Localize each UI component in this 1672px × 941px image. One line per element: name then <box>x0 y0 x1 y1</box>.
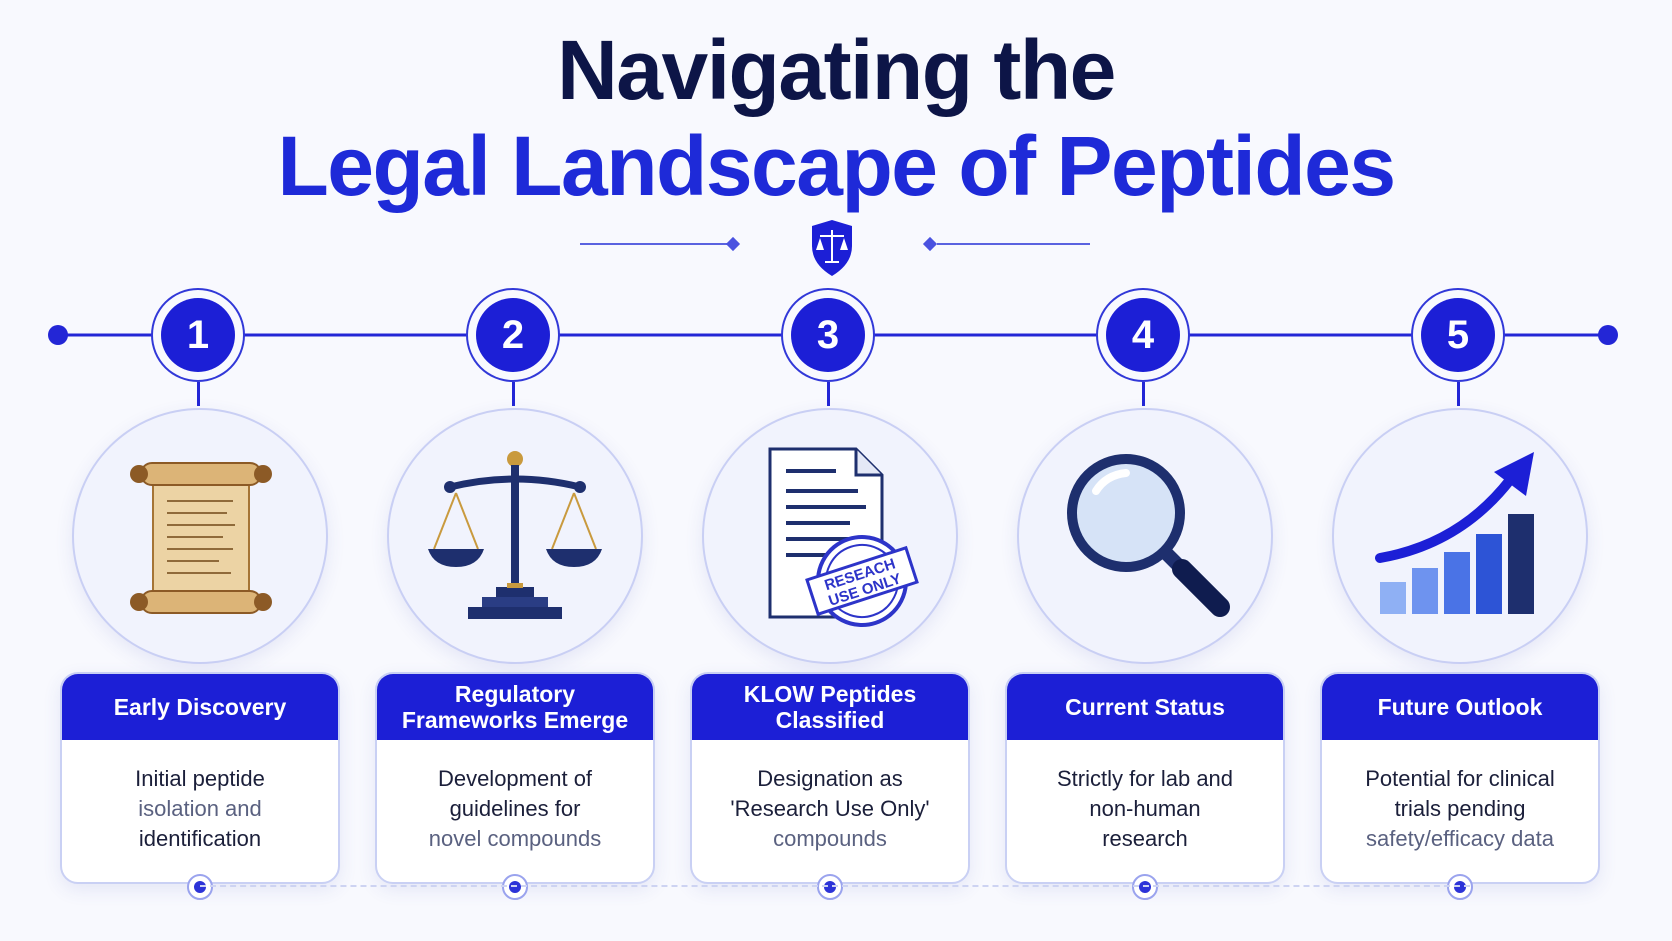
step-desc-4-line-2: non-human <box>1089 796 1201 821</box>
card-dot-3 <box>817 874 843 900</box>
step-number-5: 5 <box>1421 298 1495 372</box>
step-desc-1-line-3: identification <box>138 826 262 851</box>
step-stem-4 <box>1142 382 1145 406</box>
icon-circle-4 <box>1017 408 1273 664</box>
step-desc-1-line-2: isolation and <box>138 796 262 821</box>
step-stem-3 <box>827 382 830 406</box>
step-title-2: Regulatory Frameworks Emerge <box>377 674 653 740</box>
icon-circle-1 <box>72 408 328 664</box>
step-desc-3-line-3: compounds <box>773 826 887 851</box>
step-number-1: 1 <box>161 298 235 372</box>
step-card-2: Regulatory Frameworks Emerge Development… <box>375 672 655 884</box>
step-number-3: 3 <box>791 298 865 372</box>
step-stem-2 <box>512 382 515 406</box>
step-title-1: Early Discovery <box>62 674 338 740</box>
step-desc-4-line-3: research <box>1102 826 1188 851</box>
step-desc-4: Strictly for lab and non-human research <box>1007 740 1283 854</box>
step-desc-3-line-2: 'Research Use Only' <box>730 796 930 821</box>
step-desc-1-line-1: Initial peptide <box>135 766 265 791</box>
step-desc-5-line-2: trials pending <box>1394 796 1526 821</box>
step-desc-5: Potential for clinical trials pending sa… <box>1322 740 1598 854</box>
step-desc-3-line-1: Designation as <box>757 766 903 791</box>
step-title-5: Future Outlook <box>1322 674 1598 740</box>
step-number-2: 2 <box>476 298 550 372</box>
step-desc-4-line-1: Strictly for lab and <box>1056 766 1234 791</box>
card-dot-2 <box>502 874 528 900</box>
step-card-5: Future Outlook Potential for clinical tr… <box>1320 672 1600 884</box>
step-number-4: 4 <box>1106 298 1180 372</box>
step-desc-1: Initial peptide isolation and identifica… <box>62 740 338 854</box>
step-desc-3: Designation as 'Research Use Only' compo… <box>692 740 968 854</box>
step-desc-2-line-2: guidelines for <box>449 796 581 821</box>
shield-scales-icon <box>812 220 852 276</box>
step-desc-2-line-3: novel compounds <box>428 826 602 851</box>
step-stem-5 <box>1457 382 1460 406</box>
icon-circle-2 <box>387 408 643 664</box>
title-line-1: Navigating the <box>557 23 1116 117</box>
title-line-2: Legal Landscape of Peptides <box>277 119 1396 213</box>
step-title-4: Current Status <box>1007 674 1283 740</box>
title-divider <box>580 220 1090 276</box>
icon-circle-5 <box>1332 408 1588 664</box>
bottom-dashed-connector <box>200 885 1470 887</box>
step-card-1: Early Discovery Initial peptide isolatio… <box>60 672 340 884</box>
step-stem-1 <box>197 382 200 406</box>
timeline-start-dot <box>48 325 68 345</box>
magnifying-glass-icon <box>1067 454 1230 617</box>
icon-circle-3: RESEACH USE ONLY <box>702 408 958 664</box>
step-desc-2-line-1: Development of <box>437 766 593 791</box>
card-dot-4 <box>1132 874 1158 900</box>
scales-of-justice-icon <box>428 451 602 619</box>
card-dot-1 <box>187 874 213 900</box>
step-card-4: Current Status Strictly for lab and non-… <box>1005 672 1285 884</box>
title-block: Navigating the Legal Landscape of Peptid… <box>0 22 1672 214</box>
document-stamp-icon: RESEACH USE ONLY <box>768 447 919 627</box>
step-card-3: KLOW Peptides Classified Designation as … <box>690 672 970 884</box>
scroll-icon <box>130 462 272 614</box>
step-desc-2: Development of guidelines for novel comp… <box>377 740 653 854</box>
step-desc-5-line-3: safety/efficacy data <box>1366 826 1554 851</box>
growth-chart-icon <box>1375 452 1534 614</box>
step-desc-5-line-1: Potential for clinical <box>1365 766 1555 791</box>
card-dot-5 <box>1447 874 1473 900</box>
step-title-3: KLOW Peptides Classified <box>692 674 968 740</box>
timeline-end-dot <box>1598 325 1618 345</box>
